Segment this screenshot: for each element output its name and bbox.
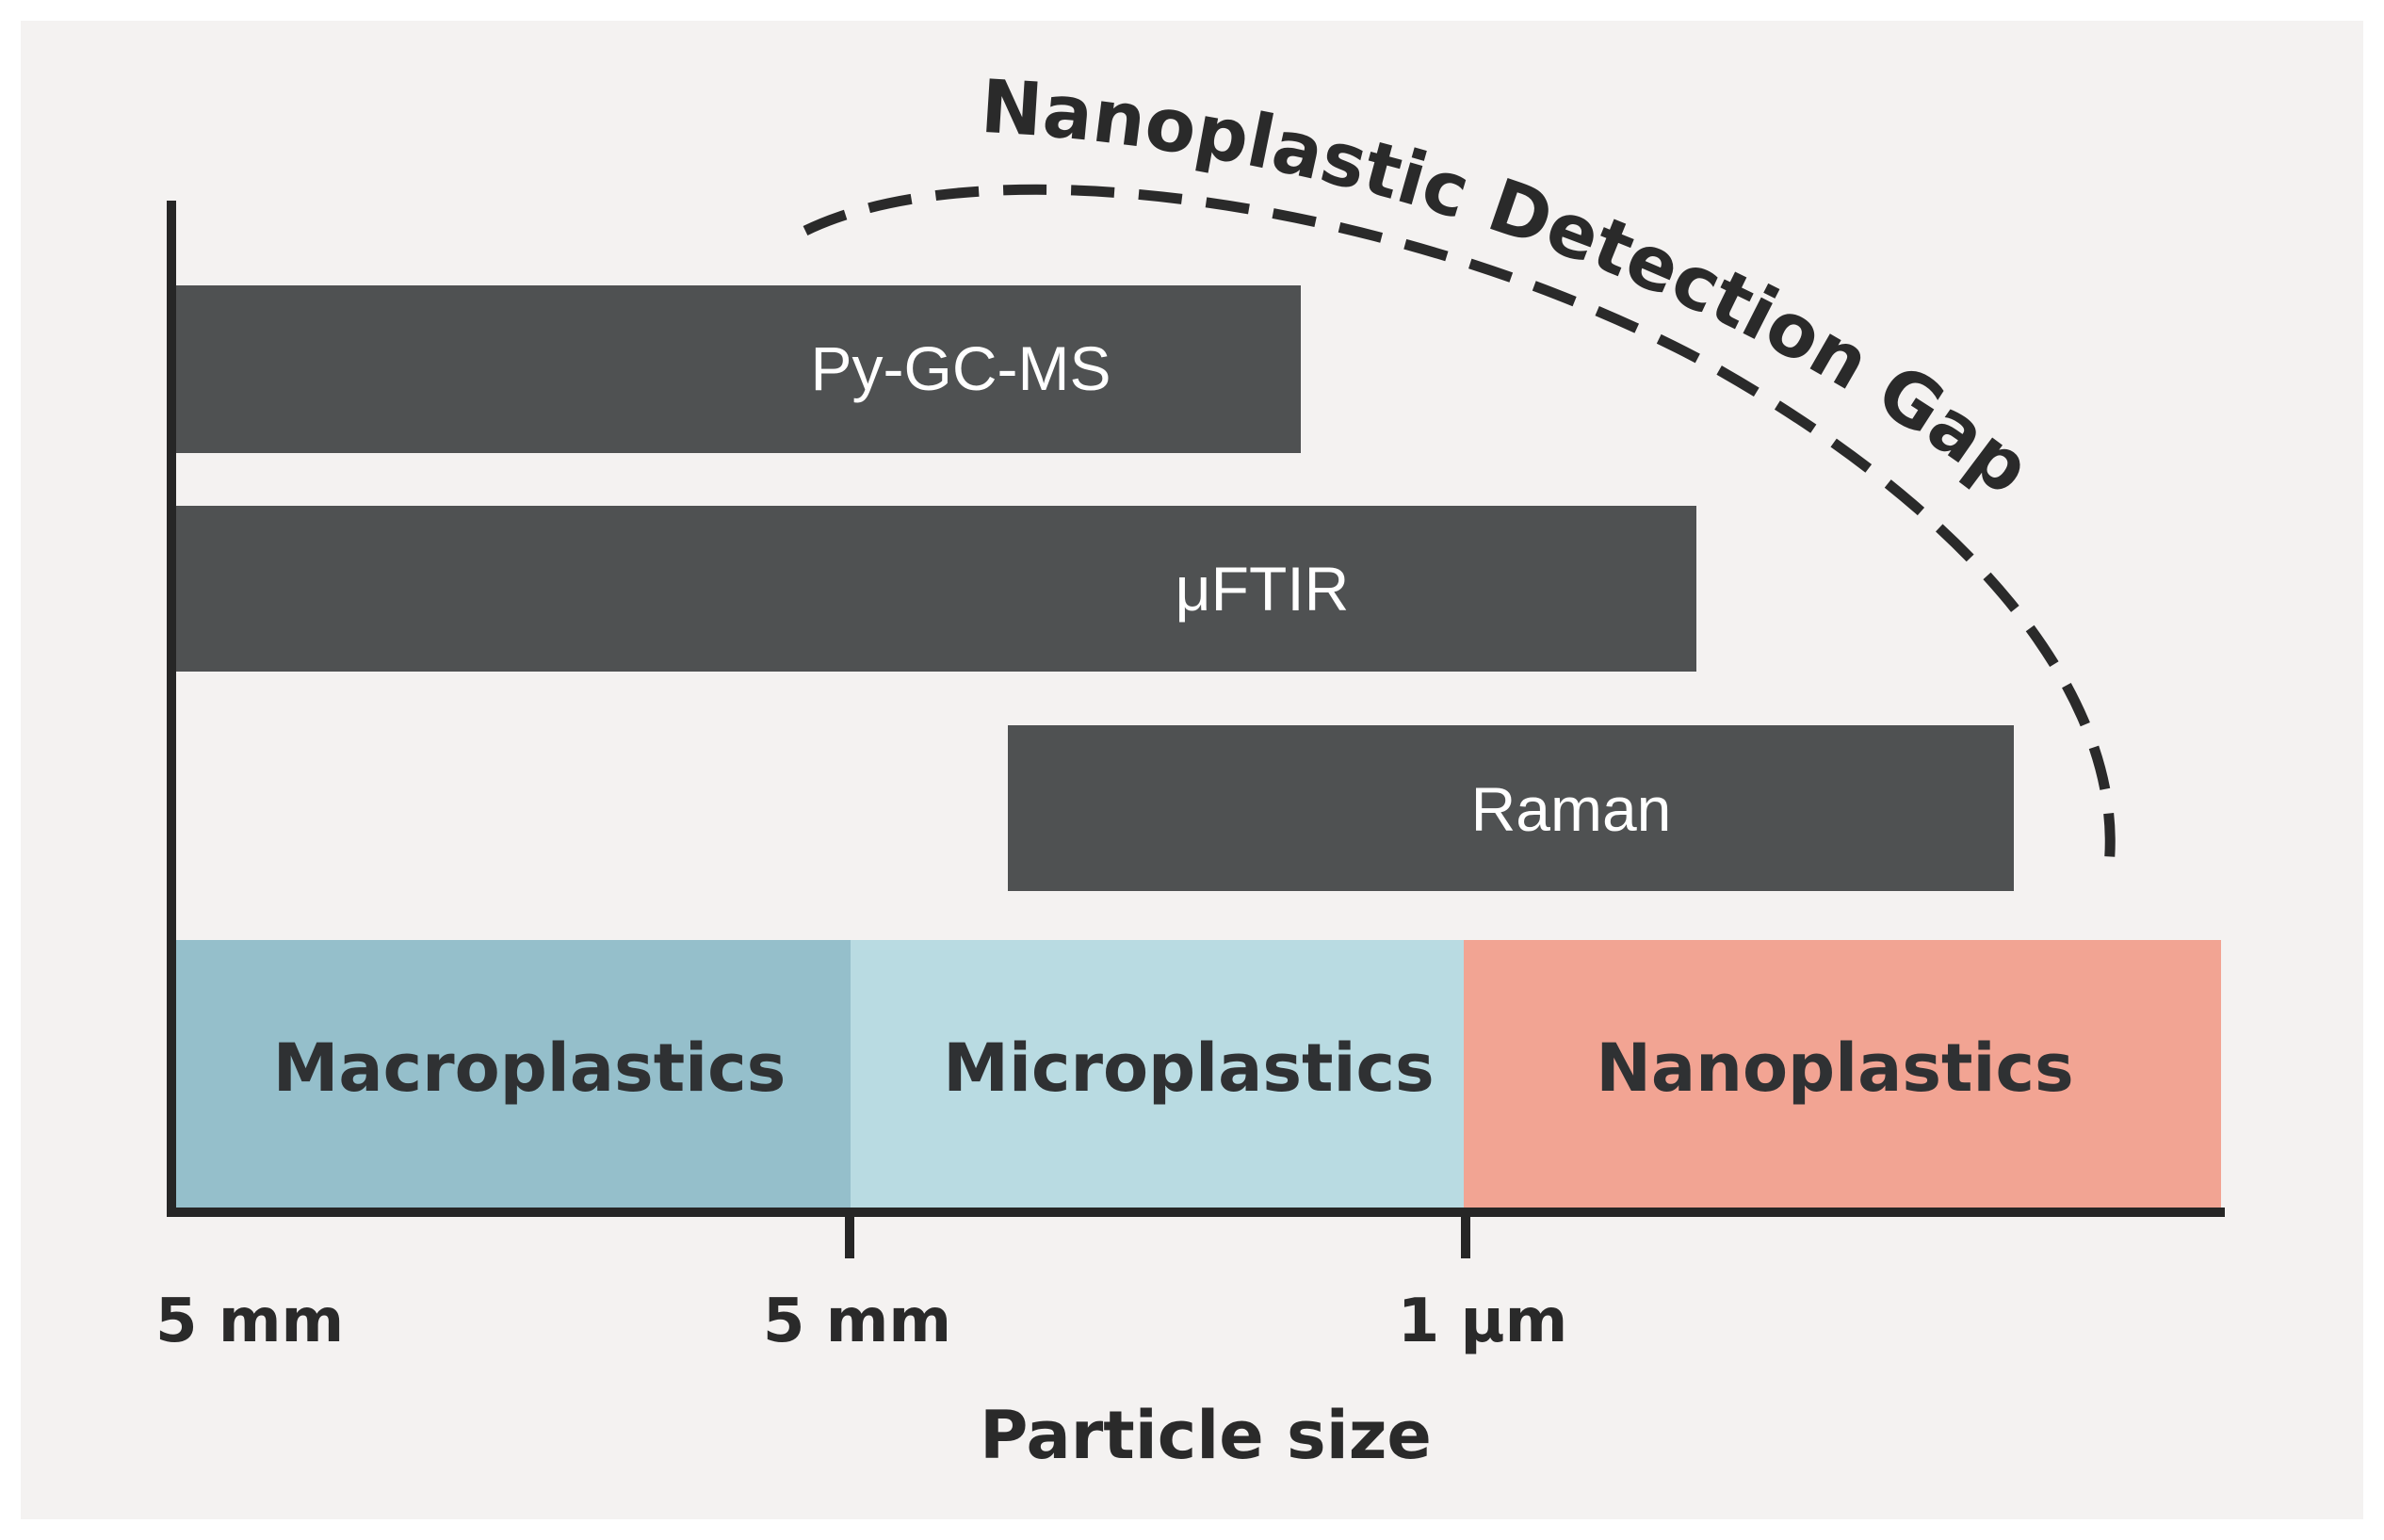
method-label-raman: Raman xyxy=(1471,774,1672,844)
tick-label-1um: 1 μm xyxy=(1398,1287,1568,1356)
method-bar-uftir xyxy=(176,506,1696,672)
category-band-microplastics xyxy=(851,940,1464,1210)
category-band-macroplastics xyxy=(176,940,851,1210)
tick-label-5mm-second: 5 mm xyxy=(763,1287,951,1356)
x-axis-title: Particle size xyxy=(980,1397,1432,1474)
category-label-microplastics: Microplastics xyxy=(943,1029,1434,1107)
detection-gap-arc xyxy=(803,184,2116,875)
method-label-uftir: μFTIR xyxy=(1176,554,1350,624)
method-label-py-gc-ms: Py-GC-MS xyxy=(811,333,1111,403)
category-band-nanoplastics xyxy=(1464,940,2221,1210)
method-bar-raman xyxy=(1008,725,2014,891)
method-bar-py-gc-ms xyxy=(176,285,1301,453)
category-label-macroplastics: Macroplastics xyxy=(273,1029,787,1107)
category-label-nanoplastics: Nanoplastics xyxy=(1596,1029,2073,1107)
tick-label-5mm-first: 5 mm xyxy=(155,1287,344,1356)
